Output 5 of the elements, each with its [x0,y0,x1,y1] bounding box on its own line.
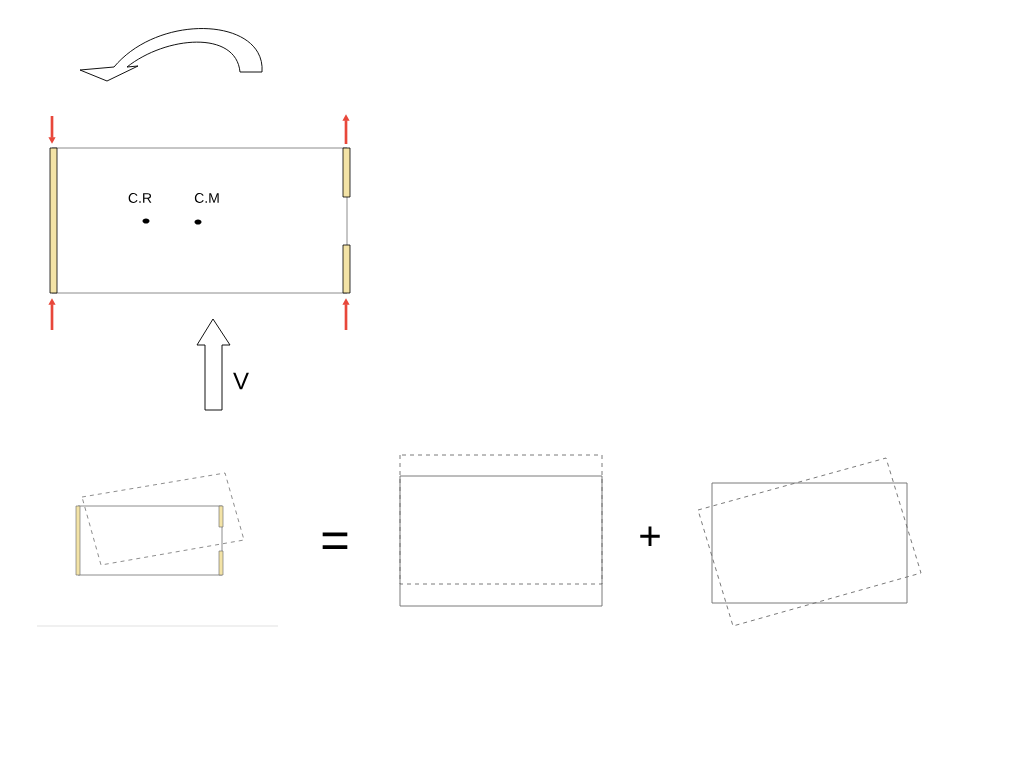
point-label: C.R [128,193,152,203]
plus-sign: + [640,526,660,547]
point-label: C.M [194,193,219,203]
force-label: V [233,372,249,390]
equals-sign: = [322,532,348,549]
